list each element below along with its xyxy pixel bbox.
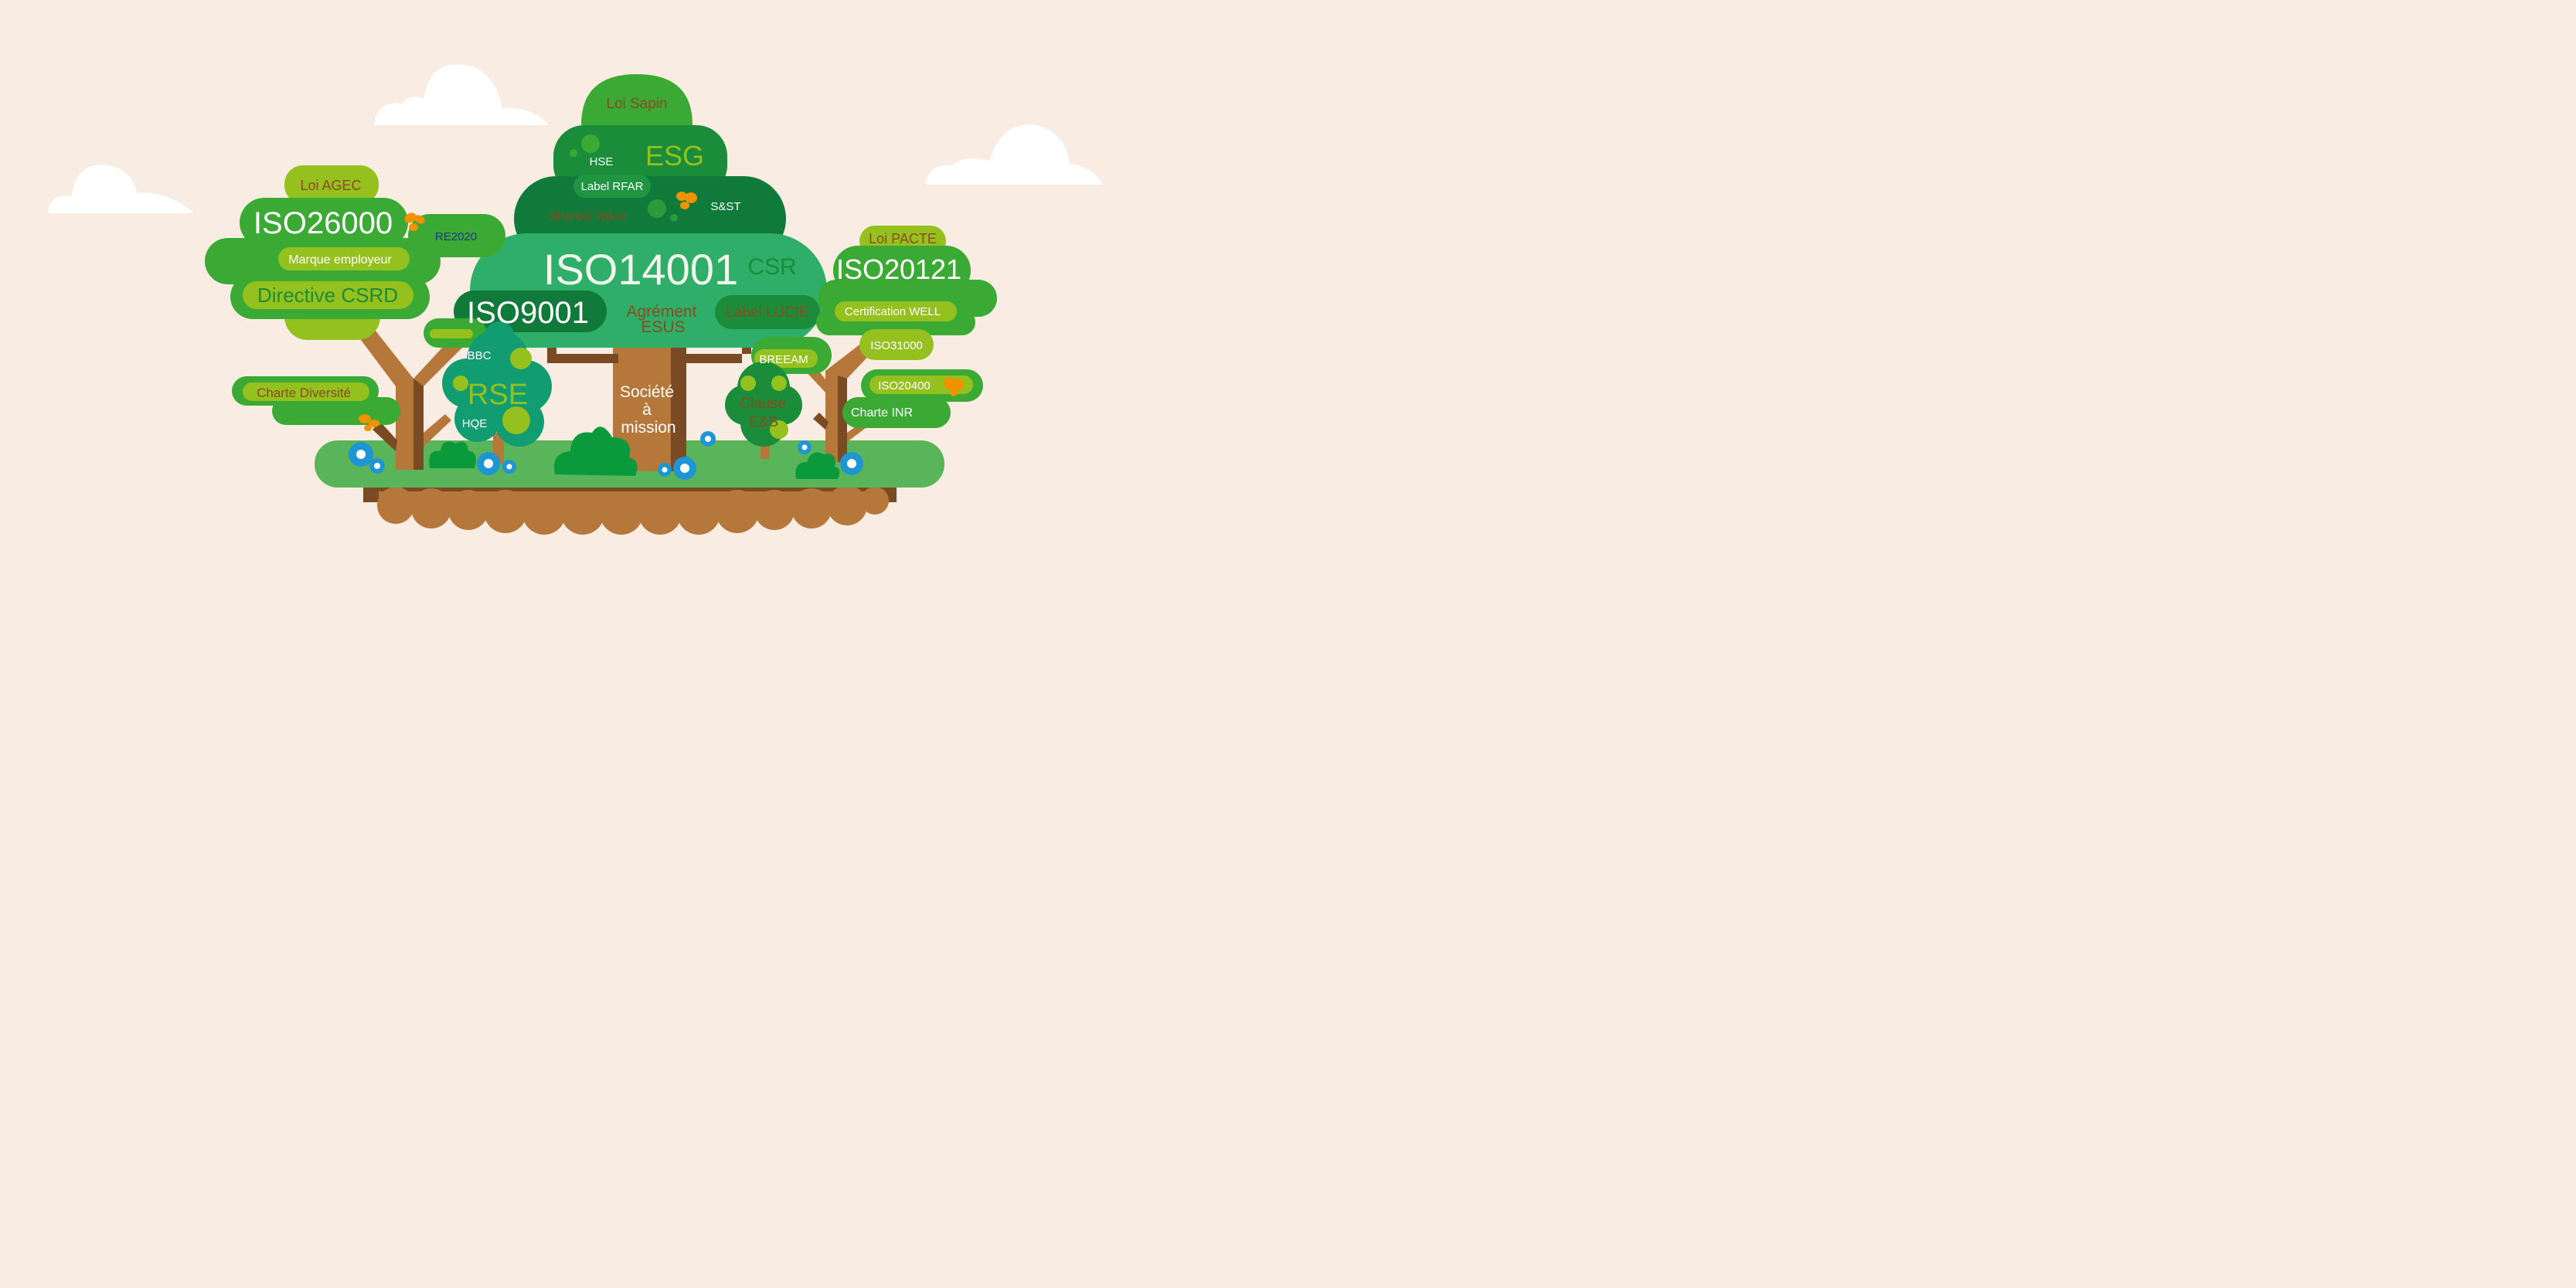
label-esus: ESUS: [641, 318, 685, 336]
label-loi-pacte: Loi PACTE: [869, 231, 937, 246]
label-bbc: BBC: [468, 349, 492, 362]
label-iso14001: ISO14001: [543, 245, 738, 294]
label-iso26000: ISO26000: [254, 206, 393, 240]
label-iso20400: ISO20400: [878, 379, 931, 393]
label-directive-csrd: Directive CSRD: [257, 284, 398, 307]
label-rse: RSE: [468, 379, 528, 411]
label-re2020: RE2020: [435, 230, 477, 243]
label-a: à: [642, 401, 652, 419]
soil-scallops: [377, 485, 889, 535]
label-marque-employeur: Marque employeur: [288, 253, 392, 267]
label-iso20121: ISO20121: [836, 253, 961, 285]
label-hqe: HQE: [462, 417, 488, 430]
label-charte-diversite: Charte Diversité: [257, 386, 351, 400]
label-clause: Clause: [740, 396, 785, 412]
label-s-st: S&ST: [710, 200, 740, 213]
label-loi-sapin: Loi Sapin: [606, 96, 667, 112]
label-loi-agec: Loi AGEC: [300, 178, 361, 193]
label-hse: HSE: [590, 155, 614, 168]
label-csr: CSR: [747, 254, 796, 280]
label-shared-value: Shared Value: [548, 209, 627, 223]
cloud-left: [48, 165, 195, 213]
label-breeam: BREEAM: [759, 353, 808, 366]
label-societe: Société: [620, 383, 674, 401]
cloud-right: [926, 124, 1103, 185]
label-esg: ESG: [645, 140, 704, 172]
diversite-branch: [232, 376, 400, 425]
label-rfar: Label RFAR: [581, 180, 644, 193]
cloud-center: [374, 64, 549, 125]
label-iso9001: ISO9001: [467, 296, 589, 330]
label-es: E&S: [749, 414, 778, 430]
label-mission: mission: [621, 419, 675, 437]
label-iso31000: ISO31000: [870, 339, 923, 352]
label-charte-inr: Charte INR: [851, 406, 913, 420]
label-certification-well: Certification WELL: [845, 305, 941, 318]
label-lucie: Label LUCIE: [726, 304, 809, 321]
illustration-canvas: Loi Sapin ESG HSE Label RFAR Shared Valu…: [0, 0, 1212, 606]
